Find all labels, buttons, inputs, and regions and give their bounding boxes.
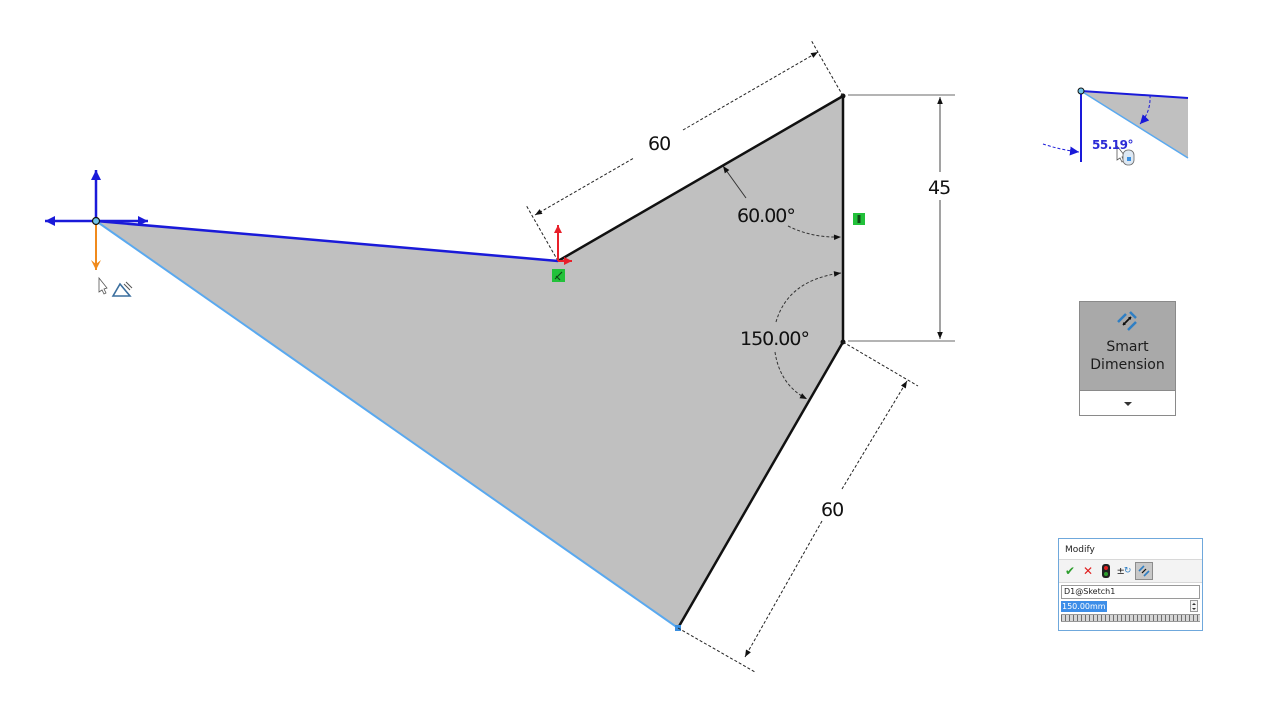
point-triad-icon: [554, 225, 572, 265]
smart-dimension-button[interactable]: Smart Dimension: [1079, 301, 1176, 416]
dimension-bottom-angle[interactable]: 150.00°: [740, 271, 842, 400]
dimension-value-input[interactable]: 150.00mm: [1061, 600, 1200, 612]
smart-dimension-icon: [1116, 311, 1137, 331]
dimension-text-top-angle[interactable]: 60.00°: [737, 205, 796, 227]
angle-preview-inset: 55.19°: [1036, 82, 1191, 182]
sketch-line-bottom[interactable]: [676, 341, 845, 629]
preview-angle-value: 55.19°: [1092, 138, 1133, 152]
dimension-text-bottom-length[interactable]: 60: [821, 499, 844, 521]
dimension-text-right-height[interactable]: 45: [928, 177, 951, 199]
mark-dimension-icon[interactable]: [1135, 562, 1153, 580]
dimension-top-length[interactable]: 60: [525, 39, 844, 262]
reverse-sense-icon[interactable]: ±↻: [1116, 565, 1132, 577]
mouse-cursor-icon: [1116, 144, 1135, 166]
origin-triad-icon[interactable]: [45, 170, 148, 270]
value-spinner[interactable]: [1190, 600, 1198, 612]
modify-dialog-title: Modify: [1065, 545, 1095, 555]
value-thumbwheel[interactable]: [1061, 614, 1200, 622]
dimension-bottom-length[interactable]: 60: [677, 341, 919, 673]
dimension-value-text[interactable]: 150.00mm: [1061, 600, 1107, 612]
sketch-line-selected[interactable]: [95, 219, 559, 263]
sketch-profile-region[interactable]: [96, 96, 843, 628]
smart-dimension-cursor-icon: [98, 276, 133, 297]
dimension-text-top-length[interactable]: 60: [648, 133, 671, 155]
dimension-top-angle[interactable]: 60.00°: [722, 165, 842, 241]
dimension-name-field[interactable]: D1@Sketch1: [1061, 585, 1200, 599]
cancel-x-icon[interactable]: ✕: [1082, 564, 1094, 578]
dimension-right-height[interactable]: 45: [848, 94, 955, 342]
chevron-down-icon: [1123, 402, 1132, 406]
sketch-line-top[interactable]: [557, 94, 844, 263]
rebuild-traffic-light-icon[interactable]: [1099, 563, 1113, 579]
smart-dimension-label-line1: Smart: [1106, 339, 1149, 355]
vertical-relation-icon[interactable]: [853, 213, 865, 225]
sketch-line-highlighted[interactable]: [95, 220, 679, 629]
coincident-relation-icon[interactable]: [552, 269, 565, 282]
modify-dialog: Modify ✔ ✕ ±↻ D1@Sketch1 150.00mm: [1058, 538, 1203, 631]
smart-dimension-main[interactable]: Smart Dimension: [1080, 302, 1175, 391]
ok-check-icon[interactable]: ✔: [1064, 564, 1076, 578]
reverse-sense-glyph: ±: [1116, 565, 1125, 577]
smart-dimension-dropdown[interactable]: [1080, 391, 1175, 417]
dimension-text-bottom-angle[interactable]: 150.00°: [740, 328, 810, 350]
modify-toolbar: ✔ ✕ ±↻: [1059, 559, 1202, 583]
smart-dimension-label-line2: Dimension: [1090, 357, 1165, 373]
